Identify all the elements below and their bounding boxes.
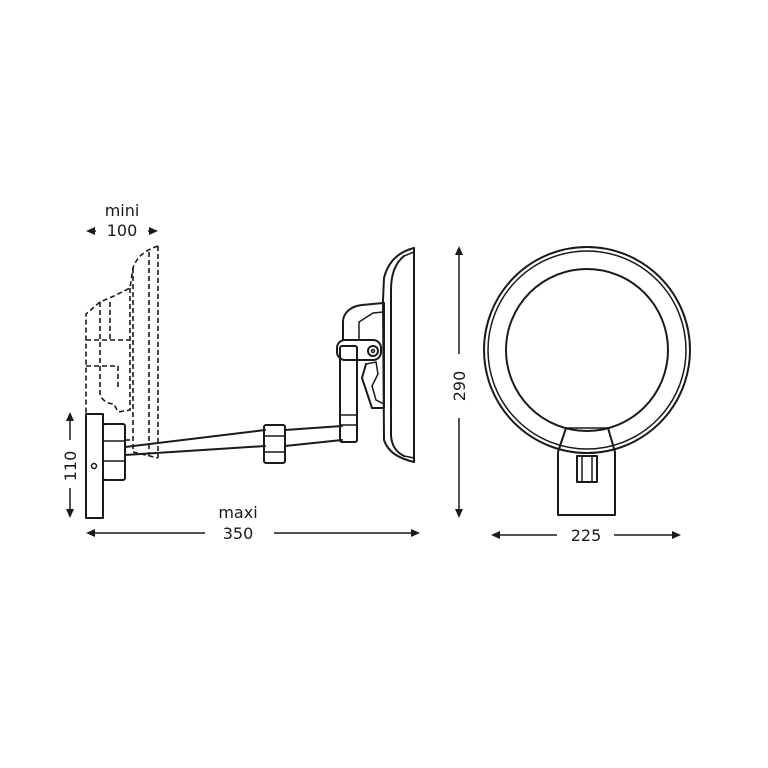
dimension-110: 110 [61, 412, 80, 518]
maxi-value: 350 [223, 524, 254, 543]
mini-value: 100 [107, 221, 138, 240]
pivot-screw [367, 345, 379, 357]
extension-arm-bottom [124, 445, 266, 456]
dimension-mini: mini 100 [86, 201, 158, 240]
mount-height-value: 110 [61, 451, 80, 482]
second-arm-top [284, 425, 343, 431]
wall-screw [90, 462, 98, 470]
mirror-back-housing [342, 302, 385, 409]
mirror-disc-inner [390, 255, 405, 457]
vertical-post [339, 345, 358, 443]
maxi-label: maxi [218, 503, 257, 522]
extension-arm-top [124, 429, 266, 448]
mini-label: mini [105, 201, 140, 220]
wall-hinge-block [102, 423, 126, 481]
folded-mirror-dashed [85, 245, 159, 459]
front-outer-ring [483, 246, 691, 454]
elbow-joint [263, 424, 286, 464]
front-bracket [557, 427, 616, 516]
side-view [85, 245, 415, 519]
front-view [483, 246, 691, 516]
second-arm-bottom [284, 439, 343, 447]
front-bracket-hinge [576, 455, 598, 483]
wall-plate [85, 413, 104, 519]
mirror-disc-outer [382, 247, 415, 463]
front-ring-inner-edge [487, 250, 687, 450]
dimension-height: 290 [450, 246, 469, 518]
front-mirror-glass [505, 268, 669, 432]
width-value: 225 [571, 526, 602, 545]
height-value: 290 [450, 371, 469, 402]
dimension-width: 225 [491, 526, 681, 545]
dimension-maxi: maxi 350 [86, 503, 420, 543]
